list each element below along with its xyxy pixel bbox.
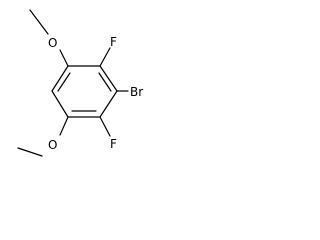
bond-ring-c6-c1 [51,65,69,92]
bond-c2-f-top [99,47,111,67]
atom-br: Br [130,85,143,99]
bond-ring-c3-c4 [99,90,118,118]
bond-c5-o-bottom [59,116,69,136]
atom-f-top: F [110,35,117,49]
bond-ring-c2-c3 [99,65,118,92]
atom-o-top: O [48,36,57,50]
double-bond-c2-c3 [98,72,112,92]
chemical-structure: F Br F O O [17,9,143,157]
bond-o-top-methyl [29,9,49,35]
atom-f-bottom: F [110,137,117,151]
atom-o-bottom: O [48,138,57,152]
bond-c4-f-bottom [99,116,111,137]
bond-o-bottom-methyl [17,147,43,157]
bond-c1-o-top [59,49,69,67]
double-bond-c1-c6 [57,72,71,92]
bond-ring-c5-c6 [51,90,69,118]
